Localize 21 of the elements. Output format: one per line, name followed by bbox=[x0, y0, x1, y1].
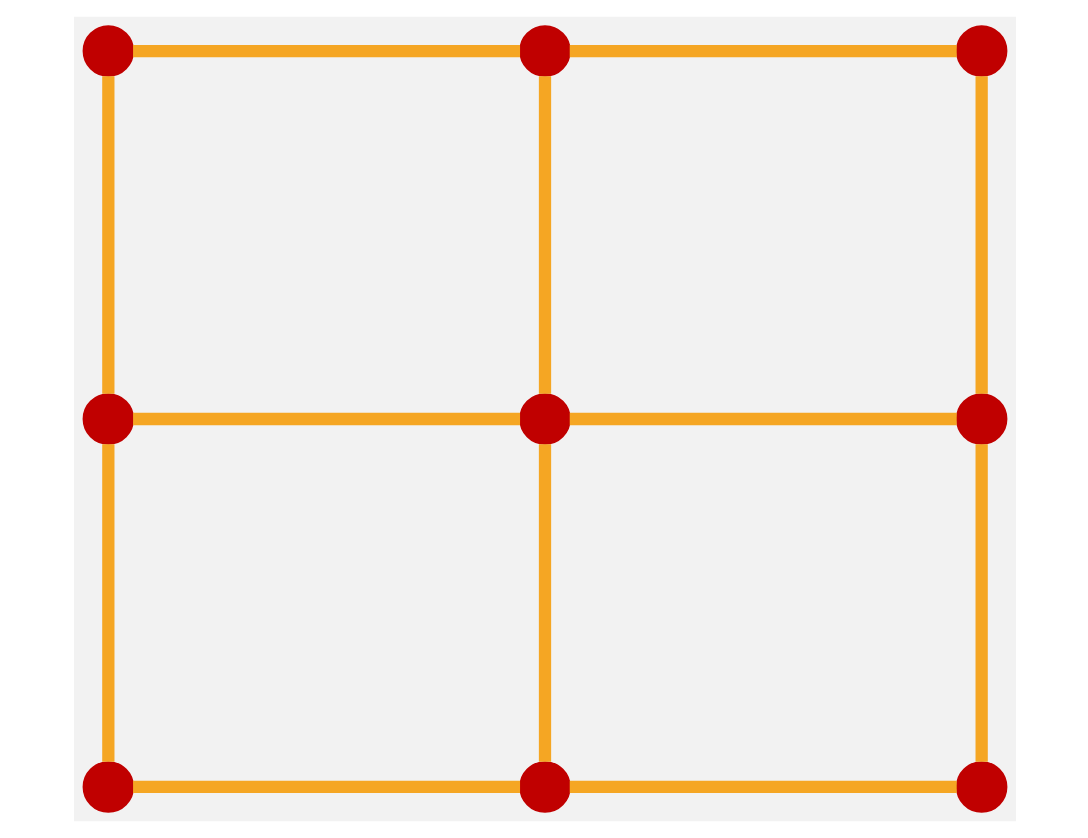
node-circle bbox=[81, 393, 134, 445]
node-circle bbox=[518, 393, 570, 445]
connector bbox=[537, 76, 551, 394]
node-circle bbox=[518, 761, 570, 813]
node-circle bbox=[81, 25, 134, 77]
connector bbox=[974, 76, 987, 394]
connector bbox=[537, 444, 551, 762]
node-circle bbox=[954, 393, 1007, 445]
node-circle bbox=[518, 25, 570, 77]
connector bbox=[132, 412, 520, 426]
node-circle bbox=[954, 25, 1007, 77]
connector bbox=[974, 444, 987, 762]
node-circle bbox=[954, 761, 1007, 813]
connector bbox=[132, 780, 520, 794]
connector bbox=[101, 76, 114, 394]
connector bbox=[568, 780, 956, 794]
connector bbox=[568, 412, 956, 426]
node-circle bbox=[81, 761, 134, 813]
connector bbox=[132, 44, 520, 58]
connector bbox=[101, 444, 114, 762]
connector bbox=[568, 44, 956, 58]
